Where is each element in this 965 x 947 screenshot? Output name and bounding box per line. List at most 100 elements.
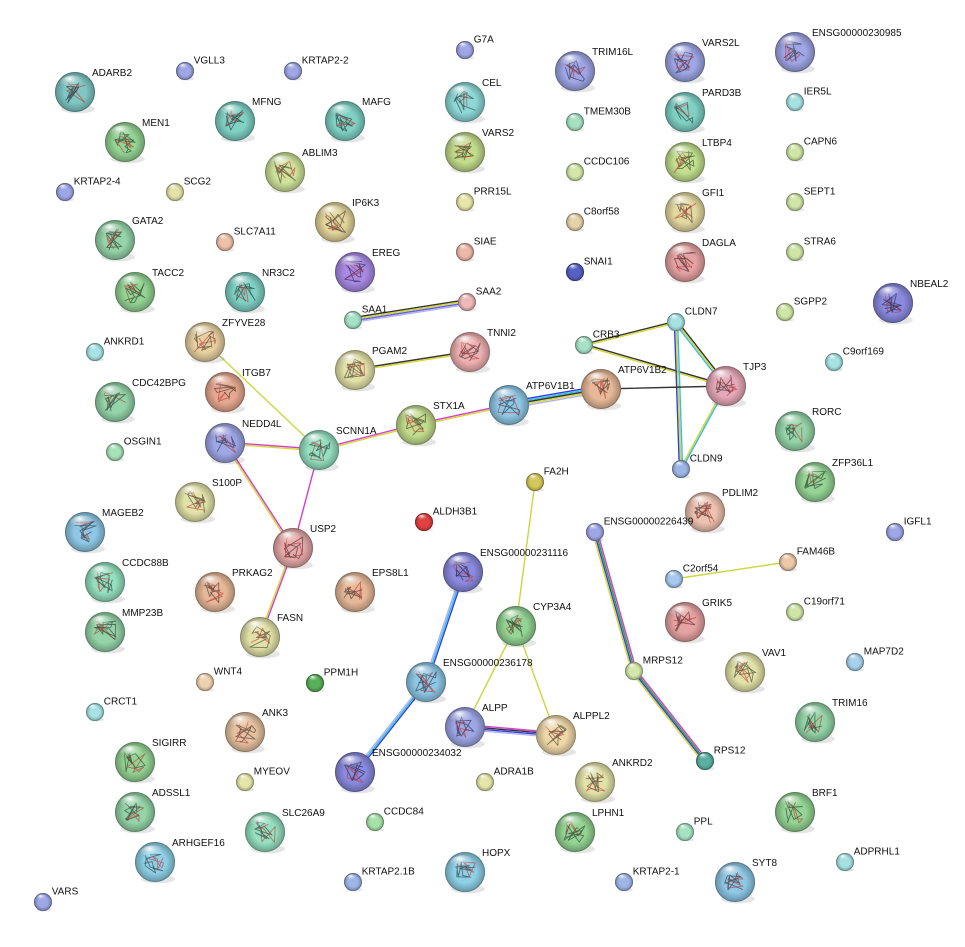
node-scnn1a[interactable]: SCNN1A xyxy=(299,426,377,472)
node-slc26a9[interactable]: SLC26A9 xyxy=(245,808,325,854)
node-ppl[interactable]: PPL xyxy=(676,816,713,842)
node-myeov[interactable]: MYEOV xyxy=(236,766,290,792)
node-brf1[interactable]: BRF1 xyxy=(775,788,838,834)
node-alppl2[interactable]: ALPPL2 xyxy=(536,711,610,757)
node-zfp36l1[interactable]: ZFP36L1 xyxy=(795,458,874,504)
node-ip6k3[interactable]: IP6K3 xyxy=(315,198,380,244)
node-stra6[interactable]: STRA6 xyxy=(786,236,836,262)
node-slc7a11[interactable]: SLC7A11 xyxy=(216,226,276,252)
node-cel[interactable]: CEL xyxy=(445,78,502,124)
node-atp6v1b2[interactable]: ATP6V1B2 xyxy=(581,365,667,411)
edge-n39-n54[interactable] xyxy=(204,341,320,451)
node-tacc2[interactable]: TACC2 xyxy=(115,268,184,314)
node-capn6[interactable]: CAPN6 xyxy=(786,136,838,162)
node-zfyve28[interactable]: ZFYVE28 xyxy=(185,318,266,364)
node-cdc42bpg[interactable]: CDC42BPG xyxy=(95,378,186,424)
node-prr15l[interactable]: PRR15L xyxy=(456,186,512,212)
node-wnt4[interactable]: WNT4 xyxy=(196,666,243,692)
node-mfng[interactable]: MFNG xyxy=(215,97,282,143)
node-saa2[interactable]: SAA2 xyxy=(458,286,502,312)
node-ablim3[interactable]: ABLIM3 xyxy=(265,148,338,194)
node-tnni2[interactable]: TNNI2 xyxy=(450,328,516,374)
edge-n53-n65[interactable] xyxy=(223,441,295,550)
node-crct1[interactable]: CRCT1 xyxy=(86,696,138,722)
node-dagla[interactable]: DAGLA xyxy=(665,238,736,284)
node-ppm1h[interactable]: PPM1H xyxy=(306,667,358,693)
node-itgb7[interactable]: ITGB7 xyxy=(205,368,271,414)
node-ank3[interactable]: ANK3 xyxy=(225,708,289,754)
node-ccdc106[interactable]: CCDC106 xyxy=(566,156,630,182)
node-ereg[interactable]: EREG xyxy=(335,248,401,294)
node-pdlim2[interactable]: PDLIM2 xyxy=(685,488,759,534)
node-krtap2-1b[interactable]: KRTAP2.1B xyxy=(344,866,415,892)
edge-n58-n75[interactable] xyxy=(515,481,536,627)
node-nedd4l[interactable]: NEDD4L xyxy=(205,419,282,465)
node-gfi1[interactable]: GFI1 xyxy=(665,188,725,234)
node-vgll3[interactable]: VGLL3 xyxy=(176,55,225,81)
node-sgpp2[interactable]: SGPP2 xyxy=(776,296,828,322)
node-adprhl1[interactable]: ADPRHL1 xyxy=(836,846,900,872)
node-fam46b[interactable]: FAM46B xyxy=(779,546,835,572)
node-trim16l[interactable]: TRIM16L xyxy=(555,47,634,93)
node-map7d2[interactable]: MAP7D2 xyxy=(846,646,904,672)
node-hopx[interactable]: HOPX xyxy=(445,848,511,894)
node-rps12[interactable]: RPS12 xyxy=(696,745,746,771)
node-ensg00000236178[interactable]: ENSG00000236178 xyxy=(406,658,533,704)
node-ensg00000234032[interactable]: ENSG00000234032 xyxy=(335,748,462,794)
node-grik5[interactable]: GRIK5 xyxy=(665,598,732,644)
edge-n79-n89[interactable] xyxy=(631,668,708,764)
edge-n47-n48[interactable] xyxy=(600,385,727,390)
node-sigirr[interactable]: SIGIRR xyxy=(115,738,186,784)
node-nbeal2[interactable]: NBEAL2 xyxy=(873,279,949,325)
node-adra1b[interactable]: ADRA1B xyxy=(476,766,534,792)
node-saa1[interactable]: SAA1 xyxy=(344,304,388,330)
node-aldh3b1[interactable]: ALDH3B1 xyxy=(415,506,478,532)
node-fasn[interactable]: FASN xyxy=(240,613,303,659)
node-siae[interactable]: SIAE xyxy=(456,236,497,262)
node-igfl1[interactable]: IGFL1 xyxy=(886,516,932,542)
node-c2orf54[interactable]: C2orf54 xyxy=(665,563,719,589)
node-alpp[interactable]: ALPP xyxy=(445,703,508,749)
node-eps8l1[interactable]: EPS8L1 xyxy=(335,568,409,614)
node-adarb2[interactable]: ADARB2 xyxy=(55,68,132,114)
node-scg2[interactable]: SCG2 xyxy=(166,176,211,202)
node-ensg00000230985[interactable]: ENSG00000230985 xyxy=(775,28,902,74)
node-c9orf169[interactable]: C9orf169 xyxy=(825,346,884,372)
node-krtap2-4[interactable]: KRTAP2-4 xyxy=(56,176,121,202)
node-pgam2[interactable]: PGAM2 xyxy=(335,346,407,392)
node-mrps12[interactable]: MRPS12 xyxy=(625,655,683,681)
node-prkag2[interactable]: PRKAG2 xyxy=(195,568,273,614)
node-ltbp4[interactable]: LTBP4 xyxy=(665,138,732,184)
node-cldn7[interactable]: CLDN7 xyxy=(667,306,718,332)
node-pard3b[interactable]: PARD3B xyxy=(665,88,742,134)
node-krtap2-1[interactable]: KRTAP2-1 xyxy=(615,866,680,892)
node-s100p[interactable]: S100P xyxy=(175,478,242,524)
node-cyp3a4[interactable]: CYP3A4 xyxy=(496,602,572,648)
node-vars[interactable]: VARS xyxy=(34,886,79,912)
node-syt8[interactable]: SYT8 xyxy=(715,858,777,904)
node-atp6v1b1[interactable]: ATP6V1B1 xyxy=(489,381,575,427)
node-tmem30b[interactable]: TMEM30B xyxy=(566,106,631,132)
edge-n40-n56[interactable] xyxy=(673,321,684,470)
node-lphn1[interactable]: LPHN1 xyxy=(555,808,625,854)
edge-n42-n48[interactable] xyxy=(583,343,727,388)
edge-n68-n69[interactable] xyxy=(673,561,789,580)
node-sept1[interactable]: SEPT1 xyxy=(786,186,836,212)
node-vars2[interactable]: VARS2 xyxy=(445,128,514,174)
node-crb3[interactable]: CRB3 xyxy=(575,329,620,355)
node-c8orf58[interactable]: C8orf58 xyxy=(566,206,620,232)
node-stx1a[interactable]: STX1A xyxy=(396,401,465,447)
node-ier5l[interactable]: IER5L xyxy=(786,86,832,112)
node-fa2h[interactable]: FA2H xyxy=(526,466,569,492)
node-gata2[interactable]: GATA2 xyxy=(95,216,164,262)
node-g7a[interactable]: G7A xyxy=(456,34,494,60)
node-mmp23b[interactable]: MMP23B xyxy=(85,608,163,654)
node-adssl1[interactable]: ADSSL1 xyxy=(115,788,191,834)
node-men1[interactable]: MEN1 xyxy=(105,118,170,164)
node-mafg[interactable]: MAFG xyxy=(325,97,391,143)
edge-n37-n35[interactable] xyxy=(351,298,469,324)
node-trim16[interactable]: TRIM16 xyxy=(795,698,868,744)
node-vars2l[interactable]: VARS2L xyxy=(665,38,740,84)
node-ankrd1[interactable]: ANKRD1 xyxy=(86,336,145,362)
node-ankrd2[interactable]: ANKRD2 xyxy=(575,758,653,804)
